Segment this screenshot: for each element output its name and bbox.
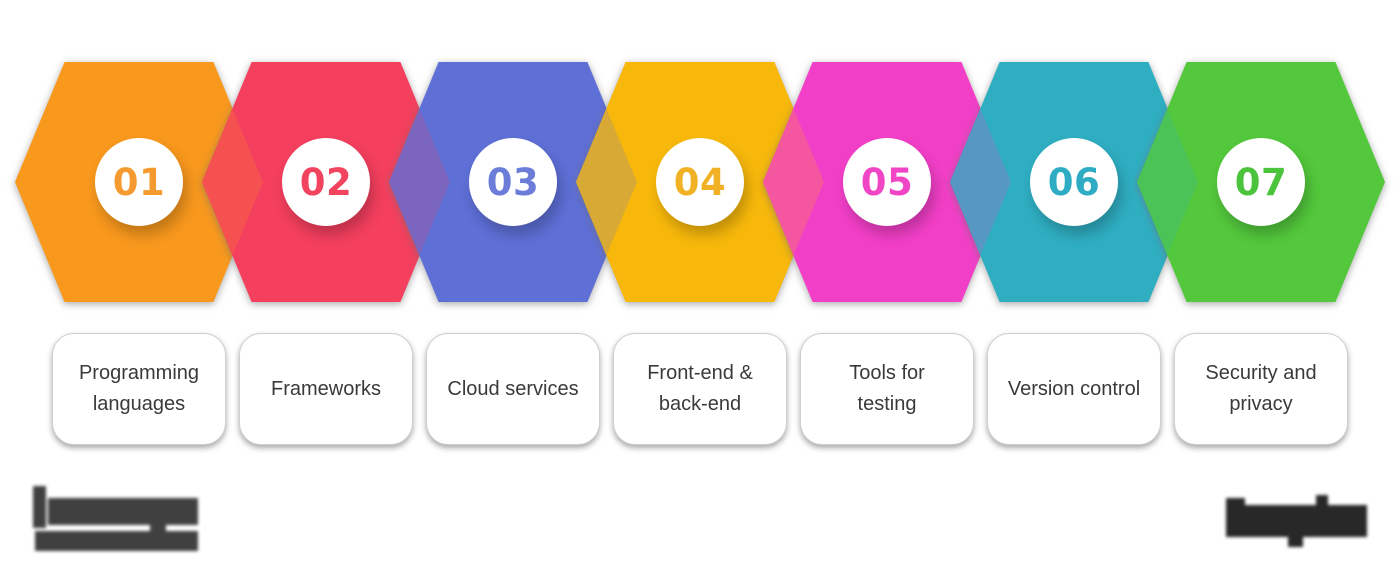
step-number: 07 — [1234, 160, 1288, 204]
step-label: Frameworks — [270, 377, 381, 400]
step-label: Tools for testing — [849, 362, 925, 415]
step-number-badge: 07 — [1217, 138, 1305, 226]
step-label-card-2: Frameworks — [239, 333, 413, 445]
step-number-badge: 04 — [656, 138, 744, 226]
blurred-logo-block — [1316, 495, 1328, 508]
blurred-logo-block — [33, 486, 46, 528]
step-label: Version control — [1007, 377, 1141, 400]
step-label: Programming languages — [78, 362, 200, 415]
step-label: Front-end & back-end — [647, 362, 753, 415]
step-label-card-7: Security and privacy — [1174, 333, 1348, 445]
step-number-badge: 02 — [282, 138, 370, 226]
step-number-badge: 05 — [843, 138, 931, 226]
step-number: 05 — [860, 160, 914, 204]
step-number: 02 — [299, 160, 353, 204]
step-label: Security and privacy — [1205, 362, 1317, 415]
step-number: 03 — [486, 160, 540, 204]
step-label-card-1: Programming languages — [52, 333, 226, 445]
step-label-card-6: Version control — [987, 333, 1161, 445]
step-label: Cloud services — [447, 377, 579, 400]
step-number: 04 — [673, 160, 727, 204]
step-label-card-5: Tools for testing — [800, 333, 974, 445]
blurred-logo-block — [1288, 536, 1303, 547]
step-number-badge: 01 — [95, 138, 183, 226]
blurred-logo-block — [1226, 505, 1367, 537]
blurred-logo-block — [35, 531, 198, 551]
step-number-badge: 03 — [469, 138, 557, 226]
step-label-card-4: Front-end & back-end — [613, 333, 787, 445]
step-number: 01 — [112, 160, 166, 204]
step-number-badge: 06 — [1030, 138, 1118, 226]
blurred-logo-block — [48, 498, 198, 525]
step-label-card-3: Cloud services — [426, 333, 600, 445]
step-number: 06 — [1047, 160, 1101, 204]
